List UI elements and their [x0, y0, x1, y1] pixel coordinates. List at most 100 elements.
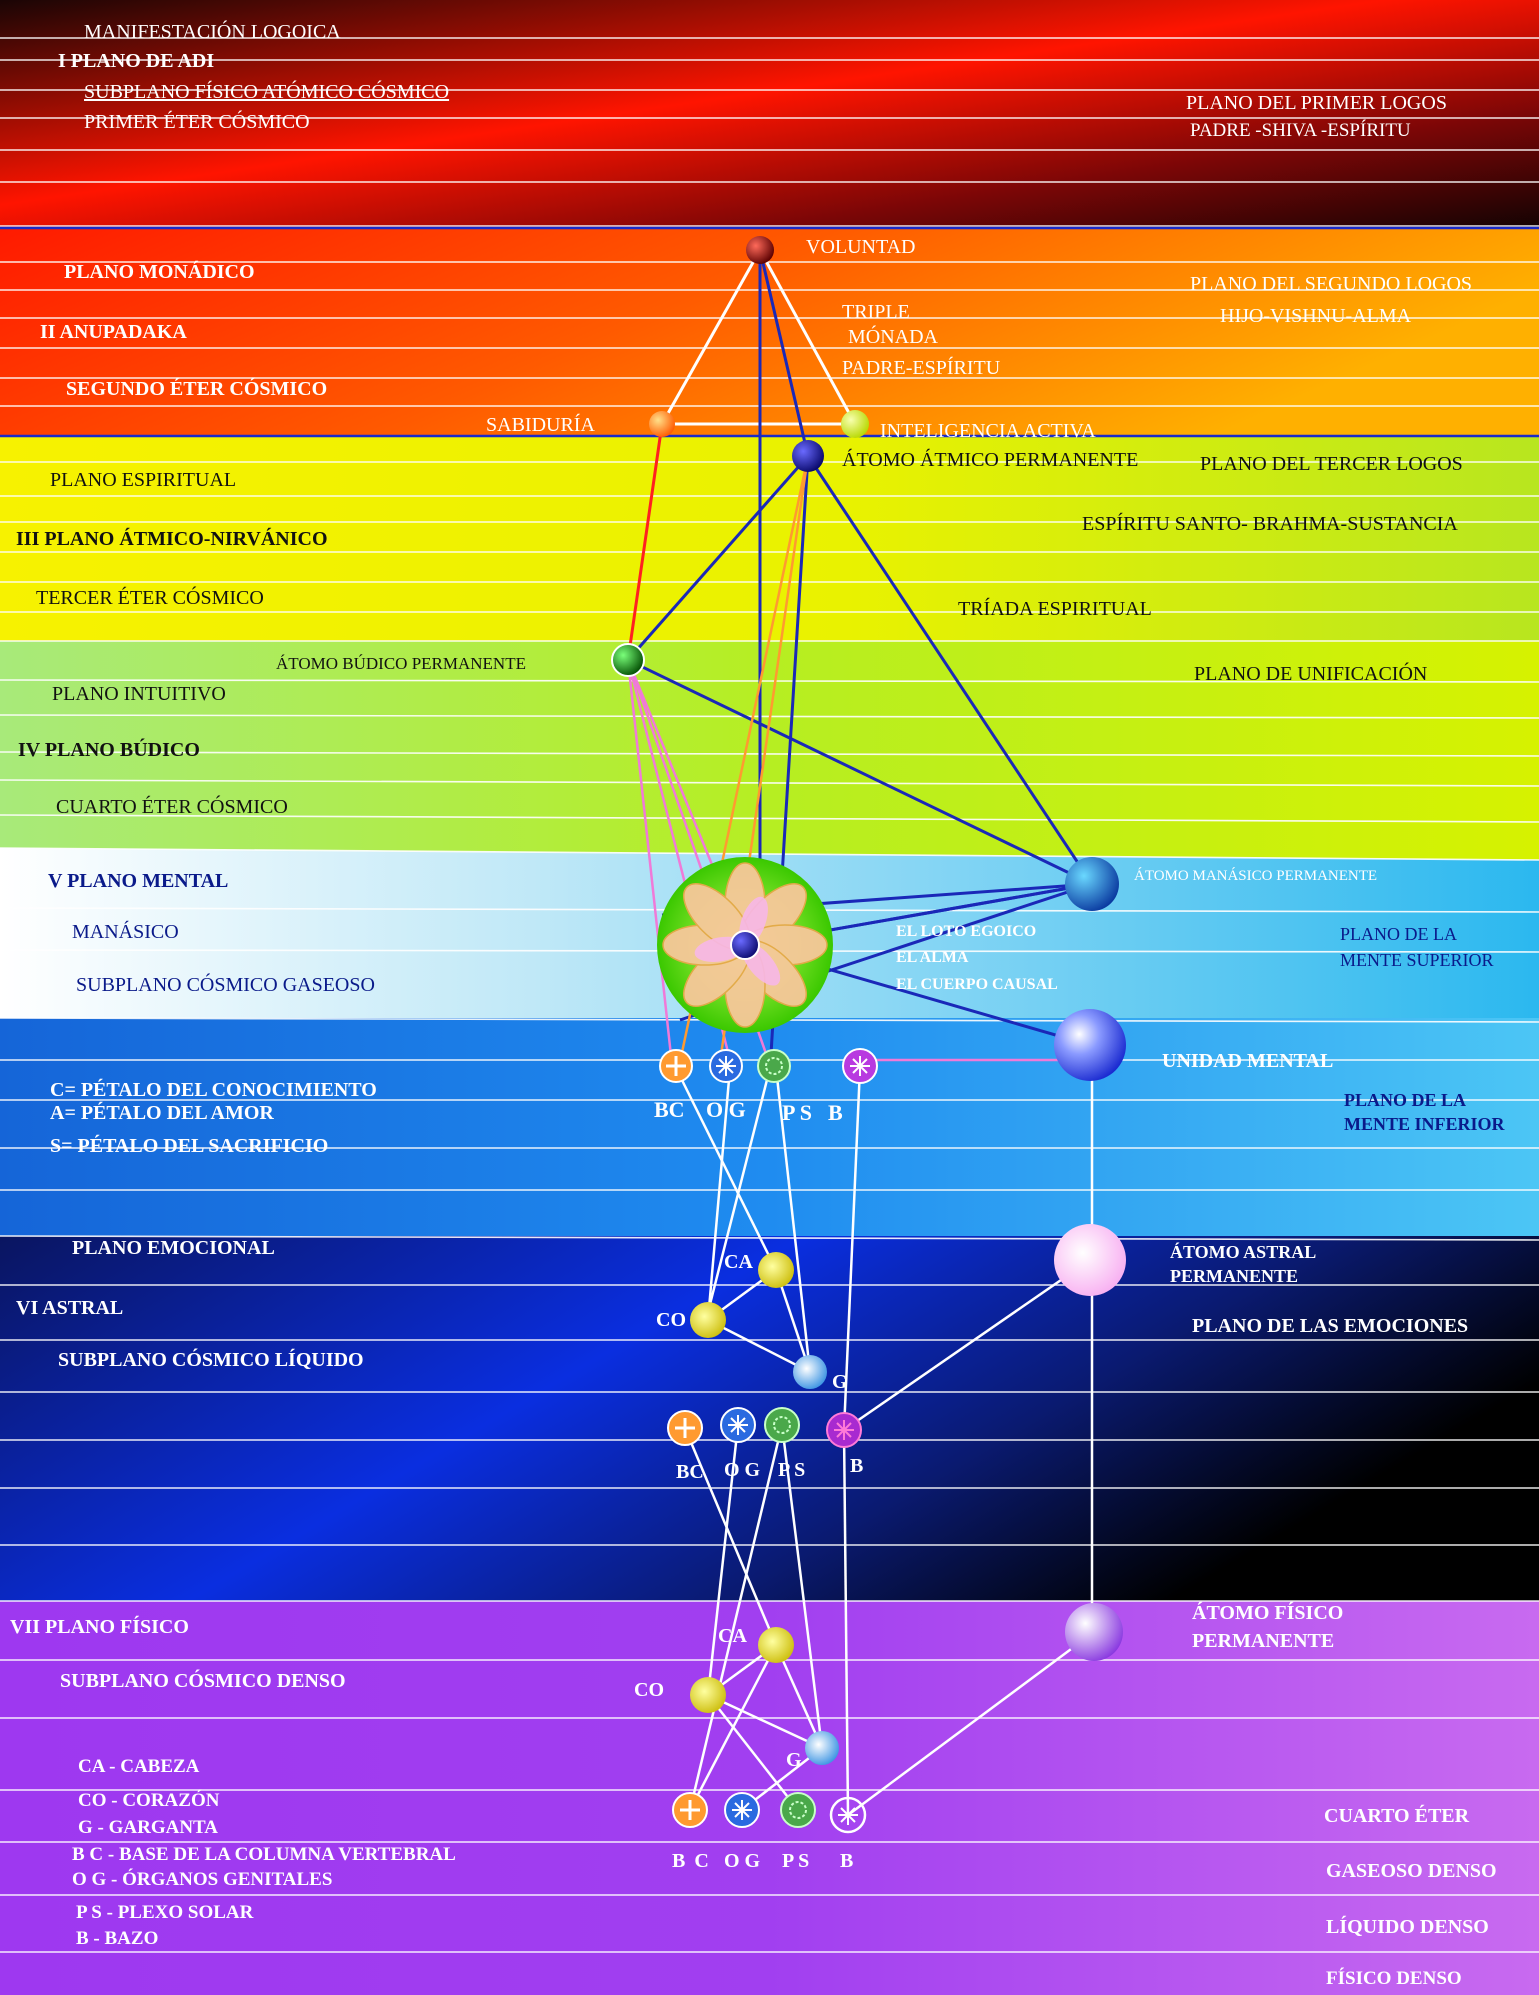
astral-atom-label-1: ÁTOMO ASTRAL [1170, 1242, 1317, 1262]
plane2-name: II ANUPADAKA [40, 321, 187, 343]
physical-b-label: B [840, 1850, 854, 1872]
chakra-row-mental [659, 1048, 878, 1084]
plane1-ether: PRIMER ÉTER CÓSMICO [84, 111, 310, 133]
legend-b: B - BAZO [76, 1928, 159, 1949]
triada-label: TRÍADA ESPIRITUAL [958, 598, 1152, 620]
mente-inferior-1: PLANO DE LA [1344, 1090, 1467, 1110]
triple-label: TRIPLE [842, 301, 910, 323]
physical-atom-label-2: PERMANENTE [1192, 1630, 1335, 1652]
plane6-sub1: PLANO EMOCIONAL [72, 1237, 275, 1259]
astral-atom-label-2: PERMANENTE [1170, 1266, 1299, 1286]
budhic-atom-sphere [611, 643, 645, 677]
physical-og-label: O G [724, 1850, 761, 1872]
plane4-sub1: PLANO INTUITIVO [52, 683, 226, 705]
chakra-group-physical [672, 1627, 867, 1834]
astral-og-label: O G [724, 1459, 761, 1481]
atmic-atom-sphere [792, 440, 824, 472]
plane5-sub2: SUBPLANO CÓSMICO GASEOSO [76, 974, 375, 996]
padre-label: PADRE-ESPÍRITU [842, 357, 1001, 379]
cuarto-eter-label: CUARTO ÉTER [1324, 1805, 1470, 1827]
physical-ca-label: CA [718, 1625, 747, 1647]
plane5-sub1: MANÁSICO [72, 921, 179, 943]
voluntad-label: VOLUNTAD [806, 236, 916, 258]
legend-ps: P S - PLEXO SOLAR [76, 1902, 254, 1923]
astral-b-label: B [850, 1455, 864, 1477]
chakra-bc-label: BC [654, 1097, 685, 1122]
physical-g-label: G [786, 1749, 802, 1771]
sabiduria-sphere [649, 411, 675, 437]
physical-ps-label: P S [782, 1850, 810, 1872]
unificacion-label: PLANO DE UNIFICACIÓN [1194, 663, 1428, 685]
liquido-denso-label: LÍQUIDO DENSO [1326, 1916, 1489, 1938]
manasic-atom-sphere [1065, 857, 1119, 911]
voluntad-sphere [746, 236, 774, 264]
plane7-name: VII PLANO FÍSICO [10, 1616, 189, 1638]
red-link-line [626, 423, 664, 661]
mente-superior-1: PLANO DE LA [1340, 924, 1457, 944]
monada-label: MÓNADA [848, 326, 938, 348]
plane3-logos: PLANO DEL TERCER LOGOS [1200, 453, 1463, 475]
plane1-name: I PLANO DE ADI [58, 50, 215, 72]
physical-atom-label-1: ÁTOMO FÍSICO [1192, 1602, 1344, 1624]
mente-inferior-2: MENTE INFERIOR [1344, 1114, 1505, 1134]
plane3-sub1: PLANO ESPIRITUAL [50, 469, 237, 491]
petal-c-label: C= PÉTALO DEL CONOCIMIENTO [50, 1079, 377, 1101]
petal-a-label: A= PÉTALO DEL AMOR [50, 1102, 274, 1124]
inteligencia-sphere [841, 410, 869, 438]
budhic-atom-label: ÁTOMO BÚDICO PERMANENTE [276, 654, 526, 673]
plane1-aspect: PADRE -SHIVA -ESPÍRITU [1190, 120, 1411, 141]
atmic-atom-label: ÁTOMO ÁTMICO PERMANENTE [842, 449, 1139, 471]
plane7-sub: SUBPLANO CÓSMICO DENSO [60, 1670, 346, 1692]
white-links [674, 1045, 1095, 1817]
astral-bc-label: BC [676, 1461, 704, 1483]
fisico-denso-label: FÍSICO DENSO [1326, 1968, 1462, 1989]
plane4-name: IV PLANO BÚDICO [18, 739, 200, 761]
astral-atom-sphere [1054, 1224, 1126, 1296]
egoic-lotus-icon [657, 857, 833, 1033]
manasic-atom-label: ÁTOMO MANÁSICO PERMANENTE [1134, 868, 1378, 884]
title-label: MANIFESTACIÓN LOGOICA [84, 21, 341, 43]
plane5-name: V PLANO MENTAL [48, 870, 229, 892]
astral-ps-label: P S [778, 1459, 806, 1481]
inteligencia-label: INTELIGENCIA ACTIVA [880, 420, 1096, 442]
legend-bc: B C - BASE DE LA COLUMNA VERTEBRAL [72, 1844, 456, 1865]
legend-ca: CA - CABEZA [78, 1756, 200, 1777]
plane6-name: VI ASTRAL [16, 1297, 124, 1319]
astral-g-label: G [832, 1371, 848, 1393]
loto-label: EL LOTO EGOICO [896, 923, 1037, 940]
alma-label: EL ALMA [896, 949, 969, 966]
legend-og: O G - ÓRGANOS GENITALES [72, 1869, 333, 1890]
physical-co-label: CO [634, 1679, 664, 1701]
plane3-name: III PLANO ÁTMICO-NIRVÁNICO [16, 528, 328, 550]
sabiduria-label: SABIDURÍA [486, 414, 595, 436]
plane3-aspect: ESPÍRITU SANTO- BRAHMA-SUSTANCIA [1082, 513, 1458, 535]
mental-unit-sphere [1054, 1009, 1126, 1081]
gaseoso-denso-label: GASEOSO DENSO [1326, 1860, 1497, 1882]
plane4-ether: CUARTO ÉTER CÓSMICO [56, 796, 288, 818]
chakra-og-label: O G [706, 1097, 746, 1122]
plane2-sub1: PLANO MONÁDICO [64, 261, 255, 283]
unidad-mental-label: UNIDAD MENTAL [1162, 1050, 1334, 1072]
physical-atom-sphere [1065, 1603, 1123, 1661]
legend-g: G - GARGANTA [78, 1817, 219, 1838]
plane2-logos: PLANO DEL SEGUNDO LOGOS [1190, 273, 1473, 295]
emociones-label: PLANO DE LAS EMOCIONES [1192, 1315, 1469, 1337]
astral-ca-label: CA [724, 1251, 753, 1273]
physical-bc-label: B C [672, 1850, 711, 1872]
astral-co-label: CO [656, 1309, 686, 1331]
chakra-ps-label: P S [782, 1100, 812, 1125]
causal-label: EL CUERPO CAUSAL [896, 976, 1058, 993]
legend-co: CO - CORAZÓN [78, 1790, 220, 1811]
plane2-aspect: HIJO-VISHNU-ALMA [1220, 305, 1412, 327]
chakra-b-label: B [828, 1100, 843, 1125]
petal-s-label: S= PÉTALO DEL SACRIFICIO [50, 1135, 329, 1157]
mente-superior-2: MENTE SUPERIOR [1340, 950, 1494, 970]
plane2-ether: SEGUNDO ÉTER CÓSMICO [66, 378, 328, 400]
plane1-sub: SUBPLANO FÍSICO ATÓMICO CÓSMICO [84, 81, 450, 103]
chakra-group-astral [667, 1252, 862, 1448]
plane3-ether: TERCER ÉTER CÓSMICO [36, 587, 264, 609]
plane1-logos: PLANO DEL PRIMER LOGOS [1186, 92, 1447, 114]
plane6-sub2: SUBPLANO CÓSMICO LÍQUIDO [58, 1349, 364, 1371]
